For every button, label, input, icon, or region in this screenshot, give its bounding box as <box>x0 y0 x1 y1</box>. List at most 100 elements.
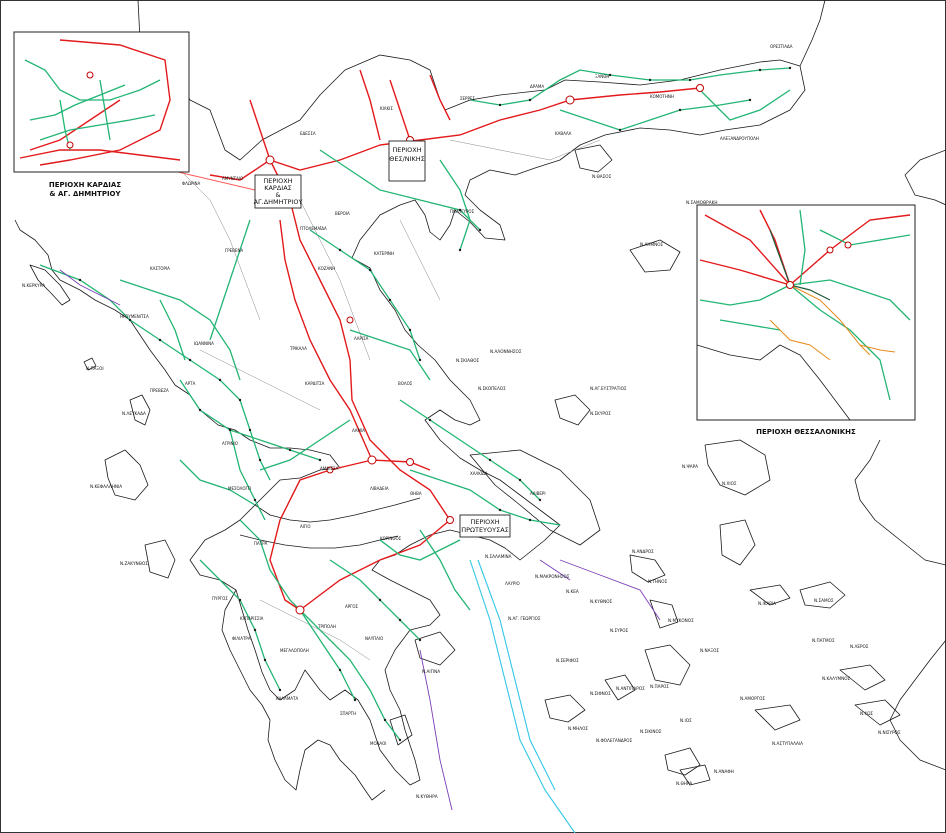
label-kythira: Ν.ΚΥΘΗΡΑ <box>416 794 438 799</box>
lefkada-island <box>129 394 151 426</box>
ikaria-island <box>749 584 791 606</box>
label-kilkis: ΚΙΛΚΙΣ <box>380 106 393 111</box>
zakynthos-island <box>144 539 176 579</box>
label-kalamata: ΚΑΛΑΜΑΤΑ <box>276 696 298 701</box>
label-antiparos: Ν.ΑΝΤΙΠΑΡΟΣ <box>616 686 645 691</box>
label-filiatra: ΦΙΛΙΑΤΡΑ <box>232 636 251 641</box>
label-livadeia: ΛΙΒΑΔΕΙΑ <box>370 486 389 491</box>
lines-400kv <box>209 69 701 611</box>
label-karditsa: ΚΑΡΔΙΤΣΑ <box>305 381 325 386</box>
label-zakynthos: Ν.ΖΑΚΥΝΘΟΣ <box>120 561 148 566</box>
label-kozani: ΚΟΖΑΝΗ <box>318 266 335 271</box>
label-nisyros: Ν.ΝΙΣΥΡΟΣ <box>878 730 901 735</box>
label-xanthi: ΞΑΝΘΗ <box>595 74 609 79</box>
label-serifos: Ν.ΣΕΡΙΦΟΣ <box>556 658 579 663</box>
lines-submarine <box>469 559 576 833</box>
tinos-island <box>649 599 679 629</box>
label-skopelos: Ν.ΣΚΟΠΕΛΟΣ <box>478 386 506 391</box>
label-trikala: ΤΡΙΚΑΛΑ <box>289 346 307 351</box>
label-preveza: ΠΡΕΒΕΖΑ <box>150 388 169 393</box>
label-astypalaia: Ν.ΑΣΤΥΠΑΛΑΙΑ <box>772 741 803 746</box>
label-mesologgi: ΜΕΣΟΛΟΓΓΙ <box>228 486 251 491</box>
label-ag-efstratios: Ν.ΑΓ.ΕΥΣΤΡΑΤΙΟΣ <box>590 386 627 391</box>
label-lamia: ΛΑΜΙΑ <box>352 428 365 433</box>
region-box-kardia: ΠΕΡΙΟΧΗ ΚΑΡΔΙΑΣ & ΑΓ.ΔΗΜΗΤΡΙΟΥ <box>254 174 303 209</box>
substations <box>265 84 704 615</box>
thasos-island <box>574 144 613 173</box>
islands <box>29 144 901 786</box>
label-amorgos: Ν.ΑΜΟΡΓΟΣ <box>740 696 765 701</box>
kefallinia-island <box>104 449 149 501</box>
label-psara: Ν.ΨΑΡΑ <box>682 464 698 469</box>
label-aliveri: ΑΛΙΒΕΡΙ <box>530 491 546 496</box>
label-andros: Ν.ΑΝΔΡΟΣ <box>632 549 654 554</box>
label-santorini: Ν.ΘΗΡΑ <box>676 781 692 786</box>
region-thessaloniki-line2: ΘΕΣ/ΝΙΚΗΣ <box>389 155 425 163</box>
label-kythnos: Ν.ΚΥΘΝΟΣ <box>590 599 612 604</box>
evia-island <box>469 449 601 546</box>
label-syros: Ν.ΣΥΡΟΣ <box>610 628 628 633</box>
kerkyra-island <box>29 264 71 306</box>
label-nafplio: ΝΑΥΠΛΙΟ <box>365 636 383 641</box>
label-kastoria: ΚΑΣΤΟΡΙΑ <box>150 266 170 271</box>
label-leros: Ν.ΛΕΡΟΣ <box>850 644 869 649</box>
coastline <box>14 0 946 801</box>
label-ikaria: Ν.ΙΚΑΡΙΑ <box>758 601 776 606</box>
label-samos: Ν.ΣΑΜΟΣ <box>814 598 834 603</box>
label-patra: ΠΑΤΡΑ <box>254 541 268 546</box>
label-kavala: ΚΑΒΑΛΑ <box>555 131 572 136</box>
label-polygyros: ΠΟΛΥΓΥΡΟΣ <box>450 209 475 214</box>
region-capital-line2: ΠΡΩΤΕΥΟΥΣΑΣ <box>461 526 509 534</box>
naxos-island <box>644 644 691 686</box>
samos-island <box>799 581 846 609</box>
label-mykonos: Ν.ΜΥΚΟΝΟΣ <box>668 618 694 623</box>
label-tripoli: ΤΡΙΠΟΛΗ <box>317 624 336 629</box>
station-dots <box>78 66 792 742</box>
region-box-capital: ΠΕΡΙΟΧΗ ΠΡΩΤΕΥΟΥΣΑΣ <box>459 514 511 538</box>
label-makronisos: Ν.ΜΑΚΡΟΝΗΣΟΣ <box>535 574 570 579</box>
label-anafi: Ν.ΑΝΑΦΗ <box>714 769 734 774</box>
label-serres: ΣΕΡΡΕΣ <box>460 96 475 101</box>
label-sikinos: Ν.ΣΙΚΙΝΟΣ <box>640 729 662 734</box>
lines-66kv <box>59 269 661 811</box>
label-katerini: ΚΑΤΕΡΙΝΗ <box>374 251 394 256</box>
label-agrinio: ΑΓΡΙΝΙΟ <box>222 441 238 446</box>
label-kerkyra: Ν.ΚΕΡΚΥΡΑ <box>22 283 45 288</box>
label-komotini: ΚΟΜΟΤΗΝΗ <box>650 94 674 99</box>
inset-kardia: ΠΕΡΙΟΧΗ ΚΑΡΔΙΑΣ & ΑΓ. ΔΗΜΗΤΡΙΟΥ <box>13 31 190 198</box>
region-kardia-line2: ΚΑΡΔΙΑΣ <box>264 184 292 192</box>
santorini-island <box>664 747 701 776</box>
label-folegandros: Ν.ΦΟΛΕΓΑΝΔΡΟΣ <box>596 738 633 743</box>
astypalaia-island <box>754 704 801 731</box>
label-igoumenitsa: ΗΓΟΥΜΕΝΙΤΣΑ <box>120 314 149 319</box>
label-amfissa: ΑΜΦΙΣΣΑ <box>320 466 339 471</box>
label-tinos: Ν.ΤΗΝΟΣ <box>648 579 668 584</box>
chios-island <box>719 519 756 566</box>
label-alonnisos: Ν.ΑΛΟΝΝΗΣΟΣ <box>490 349 522 354</box>
anafi-island <box>679 764 711 786</box>
label-arta: ΑΡΤΑ <box>185 381 196 386</box>
label-molaoi: ΜΟΛΑΟΙ <box>370 741 386 746</box>
region-kardia-line3: & <box>275 191 280 199</box>
admin-borders <box>179 139 601 661</box>
aigina-island <box>414 631 456 666</box>
label-sifnos: Ν.ΣΙΦΝΟΣ <box>590 691 611 696</box>
label-naxos: Ν.ΝΑΞΟΣ <box>700 648 719 653</box>
label-korinthos: ΚΟΡΙΝΘΟΣ <box>380 536 402 541</box>
label-ag-georgios: Ν.ΑΓ. ΓΕΩΡΓΙΟΣ <box>508 616 541 621</box>
region-capital-line1: ΠΕΡΙΟΧΗ <box>470 518 499 526</box>
region-kardia-line4: ΑΓ.ΔΗΜΗΤΡΙΟΥ <box>254 198 303 206</box>
label-salamina: Ν.ΣΑΛΑΜΙΝΑ <box>485 554 512 559</box>
label-thiva: ΘΗΒΑ <box>410 491 422 496</box>
label-samothraki: Ν.ΣΑΜΟΘΡΑΚΗ <box>686 200 717 205</box>
island-labels: Ν.ΚΕΡΚΥΡΑ Ν.ΠΑΞΟΙ Ν.ΛΕΥΚΑΔΑ Ν.ΚΕΦΑΛΛΗΝΙΑ… <box>22 174 901 799</box>
region-box-thessaloniki: ΠΕΡΙΟΧΗ ΘΕΣ/ΝΙΚΗΣ <box>388 140 426 182</box>
paros-island <box>604 674 636 701</box>
label-milos: Ν.ΜΗΛΟΣ <box>568 726 588 731</box>
label-edessa: ΕΔΕΣΣΑ <box>300 131 316 136</box>
inset-thessaloniki: ΠΕΡΙΟΧΗ ΘΕΣΣΑΛΟΝΙΚΗΣ <box>696 204 916 436</box>
kalymnos-island <box>839 664 886 691</box>
label-lavrio: ΛΑΥΡΙΟ <box>505 581 520 586</box>
label-alexandroupoli: ΑΛΕΞΑΝΔΡΟΥΠΟΛΗ <box>720 136 759 141</box>
label-chalkida: ΧΑΛΚΙΔΑ <box>470 471 488 476</box>
